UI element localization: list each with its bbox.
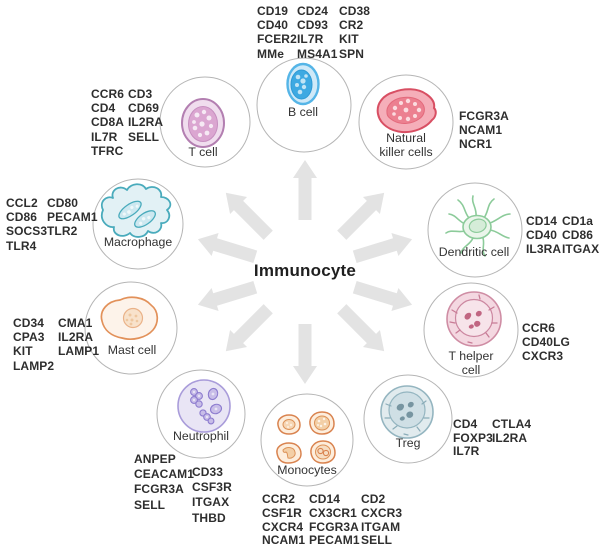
t-cell-illustration — [181, 98, 225, 148]
b-cell-markers-col-1: CD19 CD40 FCER2 MMe — [257, 4, 297, 61]
macrophage-label: Macrophage — [103, 235, 173, 249]
nk-cell-markers-col-1: FCGR3A NCAM1 NCR1 — [459, 109, 509, 152]
neutrophil-label: Neutrophil — [172, 429, 230, 443]
mast-cell-markers-col-2: CMA1 IL2RA LAMP1 — [58, 316, 100, 359]
nk-cell-label: Natural killer cells — [379, 131, 433, 159]
dendritic-cell-markers-col-2: CD1a CD86 ITGAX — [562, 214, 600, 257]
b-cell-markers-col-3: CD38 CR2 KIT SPN — [339, 4, 371, 61]
neutrophil-markers-col-2: CD33 CSF3R ITGAX THBD — [192, 465, 232, 525]
monocytes-markers-col-1: CCR2 CSF1R CXCR4 NCAM1 — [262, 492, 306, 548]
b-cell-illustration — [286, 62, 320, 106]
arrow-down-right-icon — [333, 300, 393, 360]
treg-markers-col-1: CD4 FOXP3 IL7R — [453, 417, 493, 459]
dendritic-cell-markers-col-1: CD14 CD40 IL3RA — [526, 214, 562, 257]
mast-cell-markers-col-1: CD34 CPA3 KIT LAMP2 — [13, 316, 55, 373]
dendritic-cell-illustration — [445, 195, 511, 257]
arrow-right-down-icon — [351, 275, 416, 317]
diagram-title: Immunocyte — [253, 261, 357, 280]
t-helper-cell-label: T helper cell — [448, 349, 494, 377]
nk-cell-illustration — [376, 88, 437, 134]
arrow-down-left-icon — [217, 300, 277, 360]
monocytes-label: Monocytes — [277, 463, 337, 477]
b-cell-label: B cell — [287, 105, 319, 119]
neutrophil-markers-col-1: ANPEP CEACAM1 FCGR3A SELL — [134, 452, 195, 512]
arrow-up-left-icon — [217, 184, 277, 244]
treg-illustration — [380, 385, 434, 439]
mast-cell-illustration — [100, 296, 159, 340]
arrow-up-right-icon — [333, 184, 393, 244]
t-helper-cell-markers-col-1: CCR6 CD40LG CXCR3 — [522, 321, 570, 364]
treg-label: Treg — [395, 436, 421, 450]
monocytes-markers-col-2: CD14 CX3CR1 FCGR3A PECAM1 — [309, 492, 360, 548]
neutrophil-illustration — [177, 379, 231, 433]
dendritic-cell-label: Dendritic cell — [438, 245, 510, 259]
mast-cell-label: Mast cell — [107, 343, 157, 357]
t-cell-markers-col-1: CCR6 CD4 CD8A IL7R TFRC — [91, 87, 125, 158]
t-cell-markers-col-2: CD3 CD69 IL2RA SELL — [128, 87, 164, 144]
t-helper-cell-illustration — [446, 291, 502, 347]
arrow-up-icon — [293, 160, 317, 220]
arrow-down-icon — [293, 324, 317, 384]
macrophage-markers-col-2: CD80 PECAM1 TLR2 — [47, 196, 98, 239]
t-cell-label: T cell — [188, 145, 218, 159]
macrophage-illustration — [100, 183, 172, 238]
arrow-left-down-icon — [194, 275, 259, 317]
monocytes-markers-col-3: CD2 CXCR3 ITGAM SELL — [361, 492, 403, 548]
monocytes-illustration — [276, 411, 336, 464]
macrophage-markers-col-1: CCL2 CD86 SOCS3 TLR4 — [6, 196, 48, 253]
b-cell-markers-col-2: CD24 CD93 IL7R MS4A1 — [297, 4, 338, 61]
treg-markers-col-2: CTLA4 IL2RA — [492, 417, 532, 445]
